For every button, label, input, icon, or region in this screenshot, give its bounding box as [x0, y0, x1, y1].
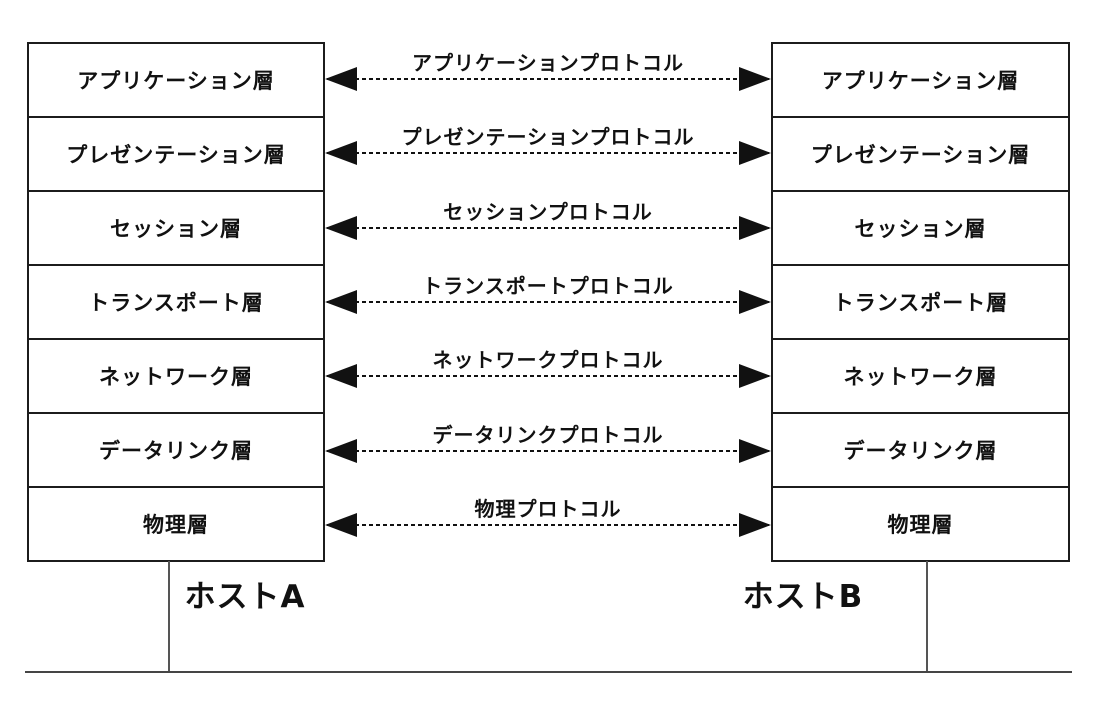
arrow-right-icon — [739, 67, 771, 92]
protocol-label: プレゼンテーションプロトコル — [401, 125, 695, 150]
layer-box-transport-a: トランスポート層 — [29, 266, 323, 340]
protocol-label: ネットワークプロトコル — [432, 348, 664, 373]
arrow-right-icon — [739, 289, 771, 314]
arrow-left-icon — [325, 215, 357, 240]
arrow-right-icon — [739, 364, 771, 389]
dashed-line — [327, 449, 769, 452]
layer-label: トランスポート層 — [88, 291, 264, 315]
layer-label: トランスポート層 — [832, 291, 1009, 315]
host-b-layer-stack: アプリケーション層 プレゼンテーション層 セッション層 トランスポート層 ネット… — [771, 42, 1070, 562]
dashed-line — [327, 226, 769, 229]
arrow-left-icon — [325, 141, 357, 166]
protocol-arrow-datalink: データリンクプロトコル — [325, 413, 771, 487]
arrow-right-icon — [739, 438, 771, 463]
protocol-arrow-application: アプリケーションプロトコル — [325, 42, 771, 116]
layer-box-session-b: セッション層 — [773, 192, 1068, 266]
layer-box-network-a: ネットワーク層 — [29, 340, 323, 414]
arrow-left-icon — [325, 289, 357, 314]
layer-label: プレゼンテーション層 — [810, 143, 1031, 167]
host-a-connector-line — [168, 561, 170, 673]
protocol-arrow-presentation: プレゼンテーションプロトコル — [325, 116, 771, 190]
layer-label: プレゼンテーション層 — [66, 143, 286, 167]
protocol-arrows: アプリケーションプロトコル プレゼンテーションプロトコル セッションプロトコル … — [325, 42, 771, 562]
protocol-arrow-transport: トランスポートプロトコル — [325, 265, 771, 339]
layer-box-presentation-a: プレゼンテーション層 — [29, 118, 323, 192]
dashed-line — [327, 152, 769, 155]
layer-label: セッション層 — [110, 217, 242, 241]
host-a-layer-stack: アプリケーション層 プレゼンテーション層 セッション層 トランスポート層 ネット… — [27, 42, 325, 562]
layer-label: 物理層 — [887, 513, 954, 537]
layer-box-transport-b: トランスポート層 — [773, 266, 1068, 340]
dashed-line — [327, 375, 769, 378]
arrow-right-icon — [739, 512, 771, 537]
arrow-left-icon — [325, 67, 357, 92]
layer-label: ネットワーク層 — [99, 365, 253, 389]
network-medium-line — [25, 671, 1072, 673]
dashed-line — [327, 78, 769, 81]
layer-label: アプリケーション層 — [77, 69, 275, 93]
protocol-arrow-session: セッションプロトコル — [325, 191, 771, 265]
arrow-right-icon — [739, 141, 771, 166]
layer-label: 物理層 — [143, 513, 209, 537]
layer-label: アプリケーション層 — [821, 69, 1020, 93]
layer-label: セッション層 — [854, 217, 987, 241]
layer-box-application-a: アプリケーション層 — [29, 44, 323, 118]
layer-box-physical-b: 物理層 — [773, 488, 1068, 560]
layer-label: ネットワーク層 — [843, 365, 998, 389]
protocol-arrow-physical: 物理プロトコル — [325, 488, 771, 562]
protocol-label: トランスポートプロトコル — [422, 273, 674, 298]
layer-label: データリンク層 — [843, 439, 998, 463]
protocol-label: データリンクプロトコル — [432, 422, 664, 447]
protocol-label: アプリケーションプロトコル — [412, 51, 684, 76]
layer-box-datalink-a: データリンク層 — [29, 414, 323, 488]
layer-box-presentation-b: プレゼンテーション層 — [773, 118, 1068, 192]
arrow-left-icon — [325, 438, 357, 463]
layer-box-datalink-b: データリンク層 — [773, 414, 1068, 488]
arrow-left-icon — [325, 512, 357, 537]
host-b-label: ホストB — [742, 579, 864, 615]
protocol-arrow-network: ネットワークプロトコル — [325, 339, 771, 413]
protocol-label: 物理プロトコル — [474, 496, 622, 521]
arrow-left-icon — [325, 364, 357, 389]
protocol-label: セッションプロトコル — [443, 199, 653, 224]
layer-box-network-b: ネットワーク層 — [773, 340, 1068, 414]
layer-label: データリンク層 — [99, 439, 253, 463]
dashed-line — [327, 523, 769, 526]
arrow-right-icon — [739, 215, 771, 240]
host-a-label: ホストA — [184, 579, 306, 615]
dashed-line — [327, 300, 769, 303]
layer-box-physical-a: 物理層 — [29, 488, 323, 560]
layer-box-application-b: アプリケーション層 — [773, 44, 1068, 118]
layer-box-session-a: セッション層 — [29, 192, 323, 266]
host-b-connector-line — [926, 561, 928, 673]
